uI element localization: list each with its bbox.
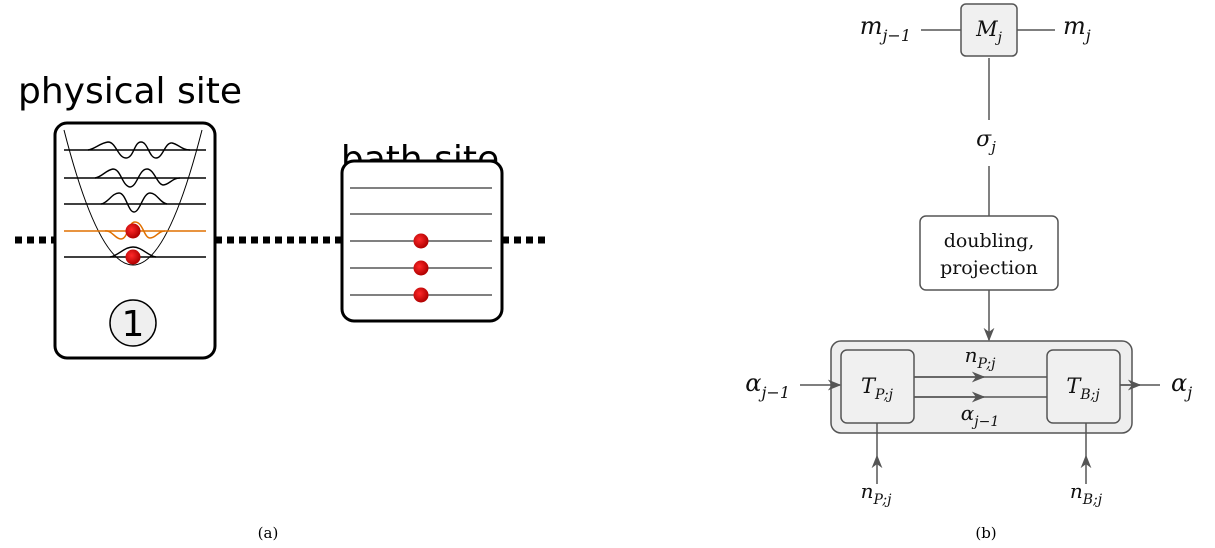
wavefunction-n3 (94, 168, 181, 188)
m-left-label: mj−1 (860, 12, 911, 45)
n-Pj-bottom-label: nP;j (861, 479, 893, 508)
wavefunction-n4 (87, 141, 191, 159)
M-tensor-label: Mj (975, 17, 1003, 46)
wavefunction-n0 (109, 246, 157, 258)
occupied-electron (125, 223, 141, 239)
T-P-tensor-label: TP;j (861, 374, 894, 403)
sigma-label: σj (976, 127, 996, 156)
m-right-label: mj (1063, 12, 1091, 45)
harmonic-potential-curve (63, 129, 203, 266)
T-B-tensor-label: TB;j (1066, 374, 1100, 403)
M-tensor-box (960, 3, 1018, 57)
occupied-electron (413, 260, 429, 276)
wavefunction-n2 (100, 192, 168, 213)
site-index-number: 1 (122, 304, 145, 345)
panel-b: Mj mj−1 mj σj doubling, projection nP;j … (745, 3, 1192, 542)
T-B-tensor-box (1046, 349, 1121, 424)
doubling-label: doubling, (944, 230, 1035, 252)
caption-b: (b) (975, 524, 996, 542)
site-index-badge (109, 299, 157, 347)
wavefunction-n1 (104, 221, 166, 240)
occupied-electron (413, 287, 429, 303)
panel-a: physical site 1 bath site (a) (15, 71, 545, 542)
physical-site-label: physical site (18, 71, 242, 112)
occupied-electron (413, 233, 429, 249)
physical-site-box (53, 121, 217, 360)
alpha-mid-label: αj−1 (961, 401, 1000, 430)
occupied-electron (125, 249, 141, 265)
alpha-left-label: αj−1 (745, 369, 790, 402)
n-Bj-bottom-label: nB;j (1070, 479, 1103, 508)
alpha-right-label: αj (1171, 369, 1192, 402)
caption-a: (a) (258, 524, 279, 542)
n-Pj-top-label: nP;j (965, 343, 997, 372)
projection-label: projection (940, 257, 1038, 279)
